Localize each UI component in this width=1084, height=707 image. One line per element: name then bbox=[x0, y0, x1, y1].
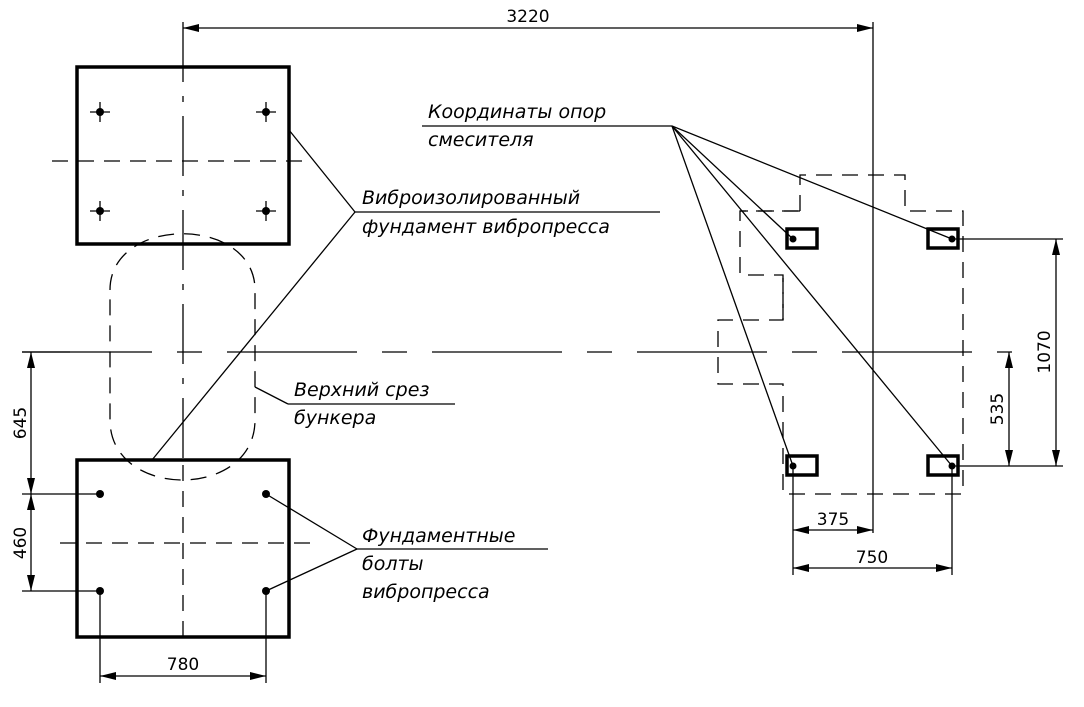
anchor-marker bbox=[256, 201, 276, 221]
dimension-750: 750 bbox=[793, 466, 953, 575]
label-vibro-foundation-line2: фундамент вибропресса bbox=[362, 216, 610, 238]
label-foundation-bolts-line1: Фундаментные bbox=[362, 525, 515, 547]
label-foundation-bolts: Фундаментные болты вибропресса bbox=[265, 493, 548, 603]
label-foundation-bolts-line2: болты bbox=[362, 553, 424, 575]
anchor-marker bbox=[90, 201, 110, 221]
label-bunker-top-line2: бункера bbox=[294, 407, 376, 429]
mixer-support-top-left bbox=[785, 227, 819, 250]
dim-460-text: 460 bbox=[11, 527, 31, 559]
mixer-support-bottom-left bbox=[785, 454, 819, 477]
label-mixer-supports: Координаты опор смесителя bbox=[422, 101, 953, 467]
dim-535-text: 535 bbox=[988, 393, 1008, 425]
label-mixer-supports-line1: Координаты опор bbox=[428, 101, 606, 123]
dimension-780: 780 bbox=[99, 591, 267, 683]
label-mixer-supports-line2: смесителя bbox=[428, 129, 534, 151]
dim-375-text: 375 bbox=[817, 510, 849, 530]
label-bunker-top-line1: Верхний срез bbox=[294, 379, 430, 401]
dim-750-text: 750 bbox=[856, 548, 888, 568]
dim-1070-text: 1070 bbox=[1035, 330, 1055, 373]
label-vibro-foundation: Виброизолированный фундамент вибропресса bbox=[151, 129, 660, 461]
bunker-outline bbox=[109, 233, 256, 481]
anchor-marker bbox=[256, 102, 276, 122]
dimension-1070: 1070 bbox=[952, 238, 1063, 466]
dimension-645: 645 bbox=[11, 351, 100, 495]
upper-foundation-block bbox=[52, 65, 305, 246]
lower-foundation-block bbox=[60, 458, 315, 640]
dim-3220-text: 3220 bbox=[506, 7, 549, 27]
dimension-3220: 3220 bbox=[183, 7, 874, 533]
label-vibro-foundation-line1: Виброизолированный bbox=[362, 187, 580, 209]
label-foundation-bolts-line3: вибропресса bbox=[362, 581, 490, 603]
dim-645-text: 645 bbox=[11, 407, 31, 439]
mixer-outline-outer bbox=[717, 174, 964, 495]
dimension-460: 460 bbox=[11, 494, 100, 592]
label-bunker-top: Верхний срез бункера bbox=[254, 379, 455, 429]
anchor-marker bbox=[90, 102, 110, 122]
dim-780-text: 780 bbox=[167, 655, 199, 675]
mixer-outline-inner bbox=[740, 210, 800, 320]
dimension-375: 375 bbox=[792, 466, 873, 575]
dimension-535: 535 bbox=[952, 352, 1063, 467]
